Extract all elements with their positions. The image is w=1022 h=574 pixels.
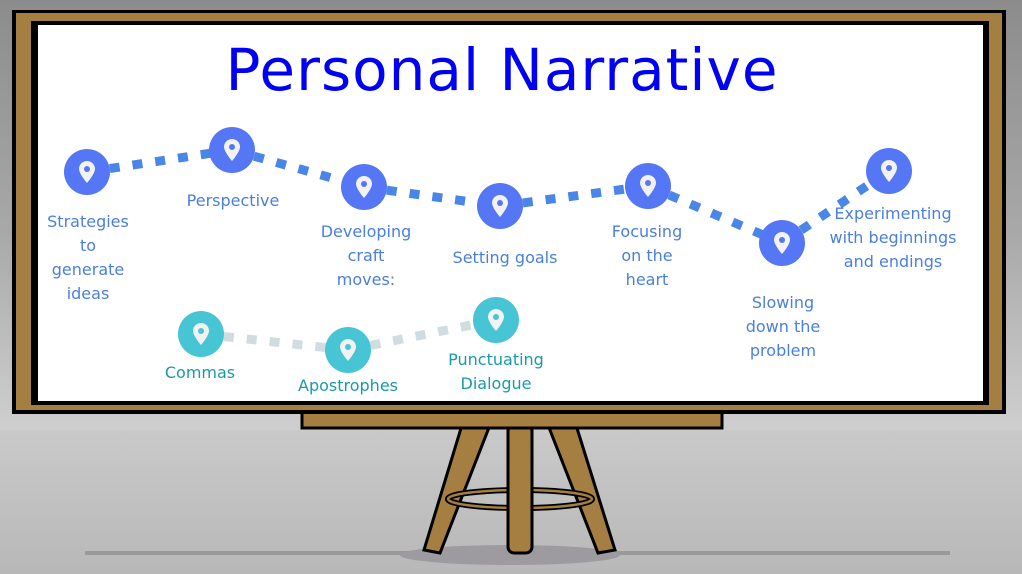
location-pin-icon[interactable] (866, 148, 912, 194)
location-pin-icon[interactable] (473, 297, 519, 343)
step-label-line: Punctuating (448, 350, 544, 369)
step-label-line: heart (625, 270, 669, 289)
step-label-line: on the (621, 246, 673, 265)
step-label-line: problem (749, 341, 817, 360)
step-label: Apostrophes (273, 374, 423, 398)
step-label: Slowing down the problem (708, 291, 858, 363)
step-label-line: ideas (66, 284, 110, 303)
location-pin-icon[interactable] (477, 183, 523, 229)
step-label-line: Dialogue (460, 374, 532, 393)
location-pin-icon[interactable] (325, 327, 371, 373)
location-pin-icon[interactable] (64, 149, 110, 195)
step-label-line: Apostrophes (298, 376, 398, 395)
step-label-line: craft (347, 246, 385, 265)
step-label-line: Perspective (186, 191, 280, 210)
step-label: Setting goals (430, 246, 580, 270)
location-pin-icon[interactable] (178, 311, 224, 357)
step-label-line: Developing (320, 222, 412, 241)
step-label-line: moves: (336, 270, 396, 289)
step-label-line: with beginnings (829, 228, 957, 247)
connector (200, 329, 349, 355)
step-label: Commas (125, 361, 275, 385)
page-title: Personal Narrative (225, 36, 779, 104)
step-label: Developing craft moves: (291, 220, 441, 292)
step-label-line: down the (745, 317, 821, 336)
connector (499, 181, 649, 211)
step-label-line: generate (51, 260, 125, 279)
connector (86, 145, 233, 177)
step-label-line: Strategies (47, 212, 129, 231)
step-label-line: to (79, 236, 97, 255)
step-label: Strategies to generate ideas (13, 210, 163, 306)
location-pin-icon[interactable] (341, 164, 387, 210)
step-label-line: Experimenting (834, 204, 952, 223)
step-label-line: and endings (843, 252, 943, 271)
location-pin-icon[interactable] (759, 220, 805, 266)
step-label-line: Focusing (611, 222, 683, 241)
connector (347, 315, 497, 355)
step-label-line: Commas (164, 363, 236, 382)
step-label: Perspective (158, 189, 308, 213)
location-pin-icon[interactable] (625, 163, 671, 209)
step-label-line: Slowing (751, 293, 815, 312)
step-label: Experimenting with beginnings and endings (818, 202, 968, 274)
step-label-line: Setting goals (452, 248, 558, 267)
step-label: Focusing on the heart (572, 220, 722, 292)
location-pin-icon[interactable] (209, 127, 255, 173)
